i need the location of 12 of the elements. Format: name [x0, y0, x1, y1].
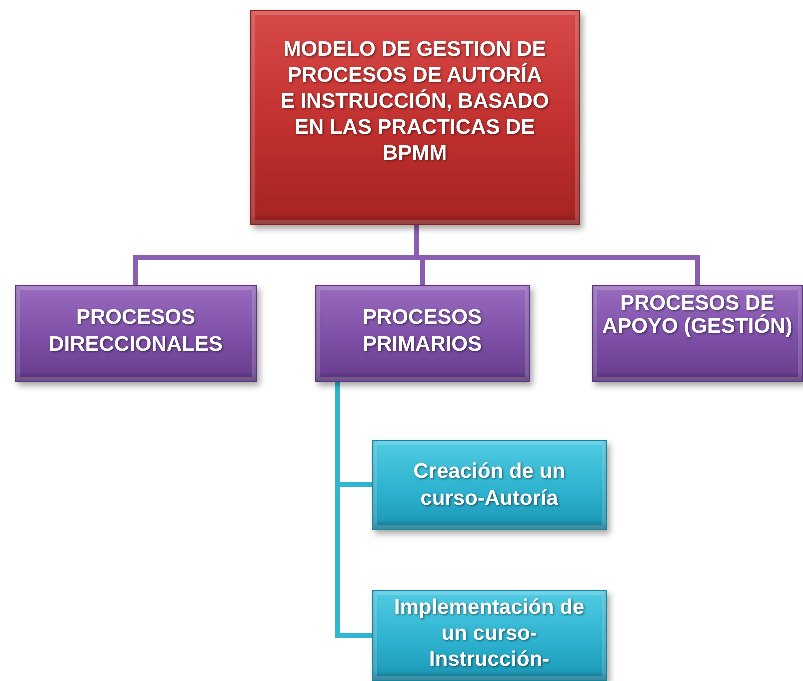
- box-label: Creación de un curso-Autoría: [412, 459, 566, 512]
- process-box: [250, 10, 580, 225]
- box-label: PROCESOS DE APOYO (GESTIÓN): [601, 292, 794, 338]
- box-label: PROCESOS PRIMARIOS: [362, 305, 484, 358]
- process-box: [372, 440, 607, 530]
- process-box: [592, 285, 803, 382]
- process-box: [315, 285, 530, 382]
- box-label: MODELO DE GESTION DE PROCESOS DE AUTORÍA E INSTRUCCIÓN, BASADO EN LAS PRACTICAS DE BPMM: [280, 37, 550, 167]
- process-box: [372, 590, 607, 681]
- process-box: [15, 285, 257, 382]
- box-label: PROCESOS DIRECCIONALES: [48, 305, 224, 358]
- box-label: Implementación de un curso- Instrucción-: [393, 595, 586, 673]
